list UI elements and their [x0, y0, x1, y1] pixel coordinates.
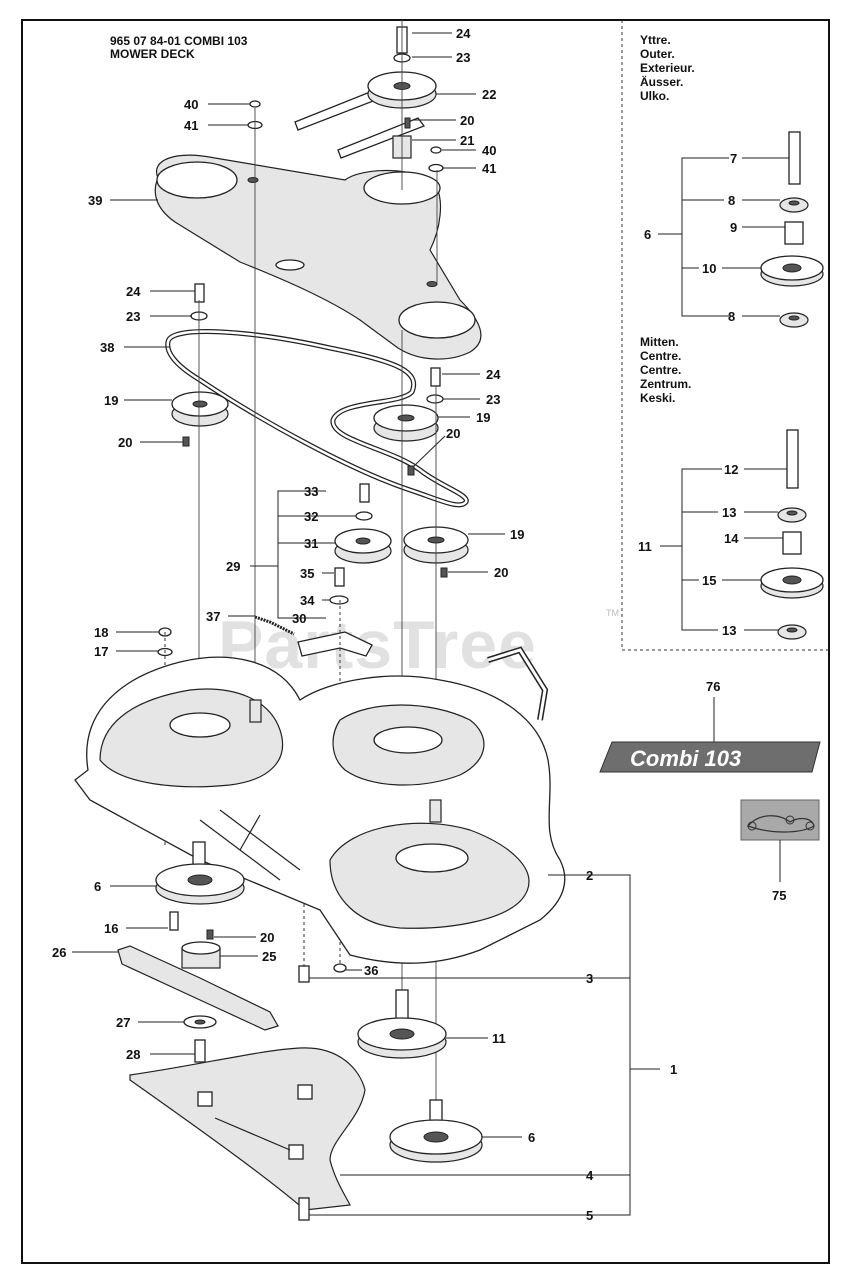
callout-1: 1	[670, 1062, 677, 1077]
callout-19: 19	[104, 393, 118, 408]
callout-14: 14	[724, 531, 739, 546]
callout-4: 4	[586, 1168, 594, 1183]
svg-text:Outer.: Outer.	[640, 47, 675, 61]
model-badge: Combi 103	[599, 741, 821, 773]
callout-29: 29	[226, 559, 240, 574]
callout-15: 15	[702, 573, 716, 588]
callout-20: 20	[494, 565, 508, 580]
center-spindle-kit	[760, 429, 824, 640]
callout-34: 34	[300, 593, 315, 608]
callout-76: 76	[706, 679, 720, 694]
belt-routing-decal	[740, 799, 820, 841]
svg-text:Keski.: Keski.	[640, 391, 675, 405]
svg-text:Ulko.: Ulko.	[640, 89, 669, 103]
callout-22: 22	[482, 87, 496, 102]
svg-text:Exterieur.: Exterieur.	[640, 61, 695, 75]
callout-36: 36	[364, 963, 378, 978]
callout-8: 8	[728, 193, 735, 208]
svg-text:Centre.: Centre.	[640, 363, 681, 377]
callout-32: 32	[304, 509, 318, 524]
callout-28: 28	[126, 1047, 140, 1062]
callout-6: 6	[94, 879, 101, 894]
watermark-tm: TM	[606, 608, 619, 618]
callout-37: 37	[206, 609, 220, 624]
callout-23: 23	[486, 392, 500, 407]
callout-27: 27	[116, 1015, 130, 1030]
belt-cover	[154, 154, 482, 360]
svg-text:Äusser.: Äusser.	[640, 74, 683, 89]
diagram-frame	[21, 19, 830, 1264]
callout-41: 41	[482, 161, 496, 176]
model-badge-text: Combi 103	[630, 746, 741, 771]
svg-text:Yttre.: Yttre.	[640, 33, 671, 47]
spindle-left	[155, 841, 245, 905]
spindle-right	[389, 1099, 483, 1163]
svg-text:Mitten.: Mitten.	[640, 335, 679, 349]
callout-19: 19	[510, 527, 524, 542]
callout-5: 5	[586, 1208, 593, 1223]
callout-3: 3	[586, 971, 593, 986]
callout-9: 9	[730, 220, 737, 235]
mower-blade	[117, 945, 279, 1031]
callout-38: 38	[100, 340, 114, 355]
callout-26: 26	[52, 945, 66, 960]
svg-text:Centre.: Centre.	[640, 349, 681, 363]
callout-41: 41	[184, 118, 198, 133]
callout-40: 40	[184, 97, 198, 112]
legend-inset-border	[621, 20, 829, 651]
callout-13: 13	[722, 505, 736, 520]
callout-40: 40	[482, 143, 496, 158]
idler-pulley-center	[373, 404, 439, 442]
callout-16: 16	[104, 921, 118, 936]
callout-17: 17	[94, 644, 108, 659]
callout-23: 23	[126, 309, 140, 324]
callout-20: 20	[460, 113, 474, 128]
callout-11: 11	[638, 539, 652, 554]
callout-31: 31	[304, 536, 318, 551]
callout-2: 2	[586, 868, 593, 883]
callout-30: 30	[292, 611, 306, 626]
callout-6: 6	[644, 227, 651, 242]
spindle-center	[357, 989, 447, 1059]
outer-spindle-kit	[760, 131, 824, 328]
callout-21: 21	[460, 133, 474, 148]
idler-pulley-left	[171, 391, 229, 427]
callout-6: 6	[528, 1130, 535, 1145]
callout-24: 24	[486, 367, 501, 382]
callout-23: 23	[456, 50, 470, 65]
callout-25: 25	[262, 949, 276, 964]
callout-75: 75	[772, 888, 786, 903]
callout-39: 39	[88, 193, 102, 208]
callout-33: 33	[304, 484, 318, 499]
mower-deck	[74, 646, 566, 964]
callout-18: 18	[94, 625, 108, 640]
legend-outer: Yttre. Outer. Exterieur. Äusser. Ulko.	[640, 33, 695, 103]
drive-belt	[165, 329, 469, 508]
callout-12: 12	[724, 462, 738, 477]
callout-35: 35	[300, 566, 314, 581]
callout-24: 24	[456, 26, 471, 41]
callout-11: 11	[492, 1031, 506, 1046]
callout-20: 20	[446, 426, 460, 441]
diagram-title: 965 07 84-01 COMBI 103	[110, 34, 248, 48]
top-pulley	[294, 71, 437, 159]
callout-7: 7	[730, 151, 737, 166]
callout-20: 20	[260, 930, 274, 945]
legend-center: Mitten. Centre. Centre. Zentrum. Keski.	[640, 335, 691, 405]
callout-10: 10	[702, 261, 716, 276]
svg-text:Zentrum.: Zentrum.	[640, 377, 691, 391]
callout-19: 19	[476, 410, 490, 425]
callout-13: 13	[722, 623, 736, 638]
tensioner-pulley	[334, 528, 392, 564]
callout-24: 24	[126, 284, 141, 299]
skid-plate	[129, 1047, 366, 1211]
diagram-subtitle: MOWER DECK	[110, 47, 195, 61]
callout-20: 20	[118, 435, 132, 450]
callout-8: 8	[728, 309, 735, 324]
